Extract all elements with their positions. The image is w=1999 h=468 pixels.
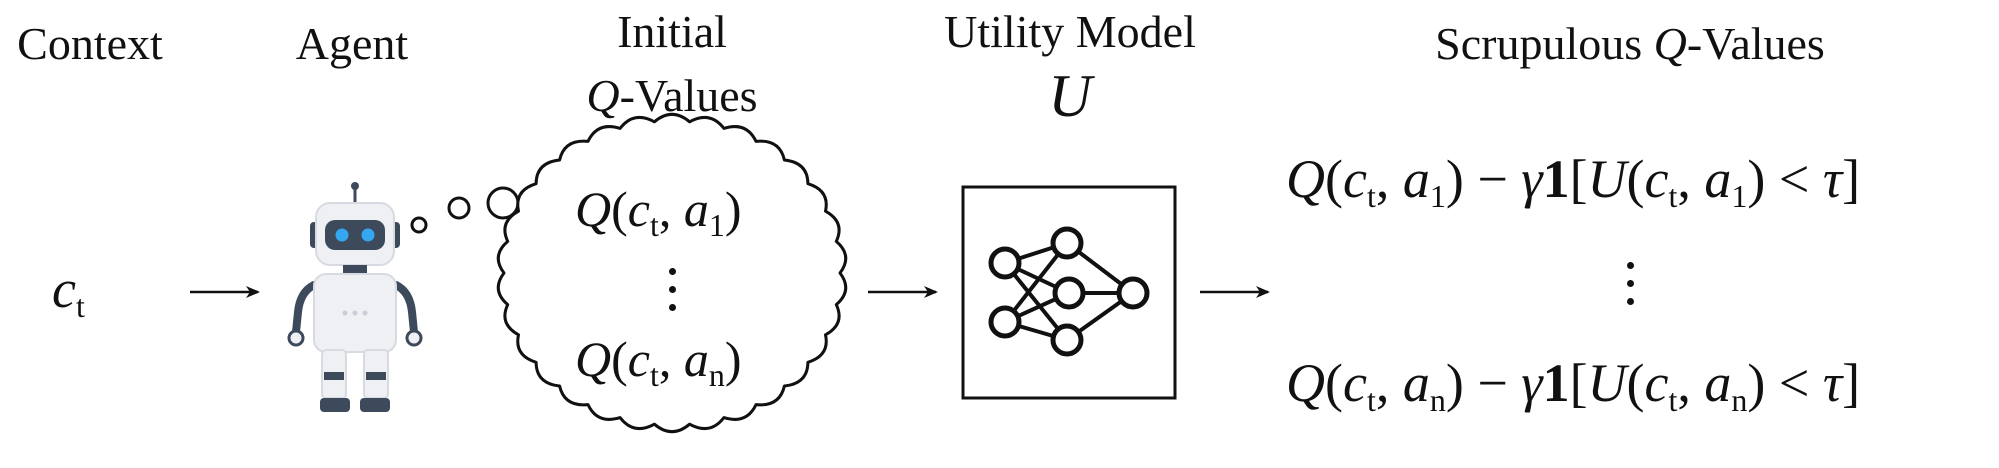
header-utility-symbol: U [1048, 63, 1092, 129]
context-symbol-base: c [52, 259, 76, 319]
initial-q-last: Q(ct, an) [575, 331, 742, 393]
header-agent: Agent [295, 18, 409, 69]
scrupulous-q-last: Q(ct, an) − γ1[U(ct, an) < τ] [1286, 353, 1861, 418]
header-utility-model: Utility Model [944, 6, 1196, 57]
thought-dot-medium [447, 196, 471, 220]
header-initial-suffix: -Values [619, 70, 758, 121]
context-symbol: ct [52, 258, 85, 322]
context-symbol-sub: t [75, 288, 85, 324]
header-scrupulous-suffix: -Values [1686, 18, 1825, 69]
scrupulous-q-vdots [1626, 262, 1634, 316]
header-initial-line2: Q-Values [586, 70, 757, 122]
header-initial-q: Q [586, 70, 620, 121]
header-scrupulous: Scrupulous Q-Values [1435, 18, 1825, 70]
thought-dot-small [410, 216, 428, 234]
header-context: Context [17, 18, 163, 69]
initial-q-vdots [668, 268, 676, 322]
header-scrupulous-prefix: Scrupulous [1435, 18, 1654, 69]
scrupulous-q-first: Q(ct, a1) − γ1[U(ct, a1) < τ] [1286, 149, 1861, 214]
initial-q-first: Q(ct, a1) [575, 181, 742, 243]
header-initial-line1: Initial [617, 6, 727, 57]
header-scrupulous-q: Q [1653, 18, 1687, 69]
neural-network-icon [961, 185, 1177, 400]
robot-icon [287, 182, 423, 412]
